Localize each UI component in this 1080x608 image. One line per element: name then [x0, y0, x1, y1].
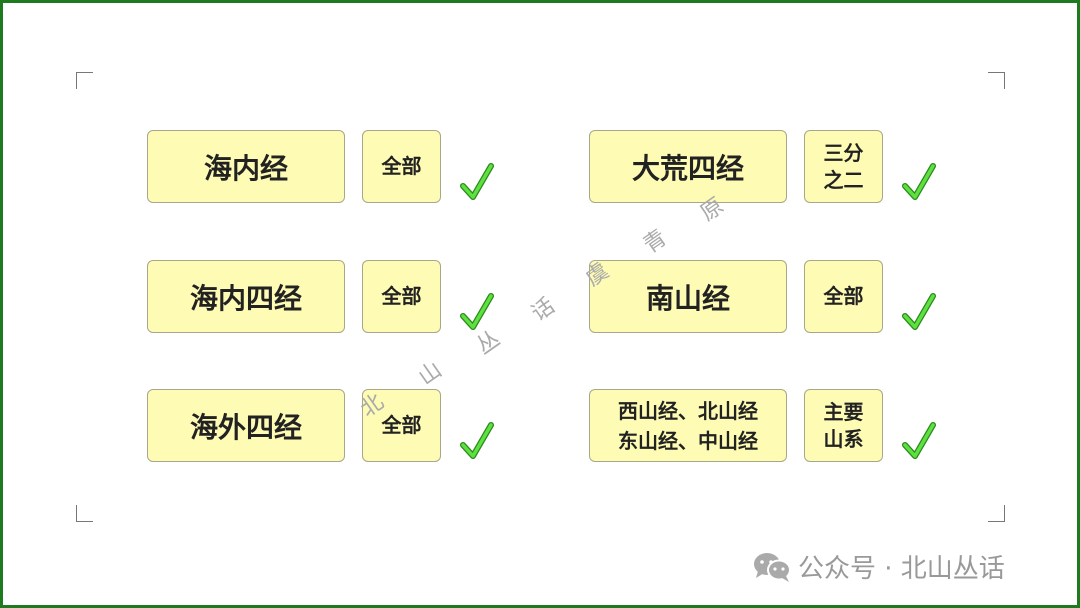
section-title-box: 海内四经 — [147, 260, 345, 333]
footer-account: 公众号 · 北山丛话 — [752, 548, 1005, 585]
checkmark-icon — [460, 293, 494, 330]
wechat-icon — [754, 552, 791, 582]
scope-text: 三分之二 — [823, 140, 864, 192]
title-line: 西山经、北山经 — [618, 398, 758, 423]
scope-box: 主要山系 — [804, 389, 883, 462]
scope-box: 全部 — [362, 130, 441, 203]
section-title-box: 西山经、北山经东山经、中山经 — [589, 389, 787, 462]
scope-text: 主要山系 — [823, 399, 864, 451]
footer-text: 公众号 · 北山丛话 — [798, 554, 1005, 584]
checkmark-icon — [460, 163, 494, 200]
checkmark-icon — [902, 293, 936, 330]
corner-mark — [988, 505, 1005, 522]
scope-box: 三分之二 — [804, 130, 883, 203]
scope-box: 全部 — [362, 260, 441, 333]
section-title-box: 海内经 — [147, 130, 345, 203]
scope-box: 全部 — [362, 389, 441, 462]
scope-box: 全部 — [804, 260, 883, 333]
corner-mark — [76, 505, 93, 522]
checkmark-icon — [902, 163, 936, 200]
section-title-box: 大荒四经 — [589, 130, 787, 203]
section-title-box: 南山经 — [589, 260, 787, 333]
corner-mark — [76, 72, 93, 89]
corner-mark — [988, 72, 1005, 89]
checkmark-icon — [460, 422, 494, 459]
section-title-box: 海外四经 — [147, 389, 345, 462]
checkmark-icon — [902, 422, 936, 459]
title-line: 东山经、中山经 — [618, 428, 758, 453]
